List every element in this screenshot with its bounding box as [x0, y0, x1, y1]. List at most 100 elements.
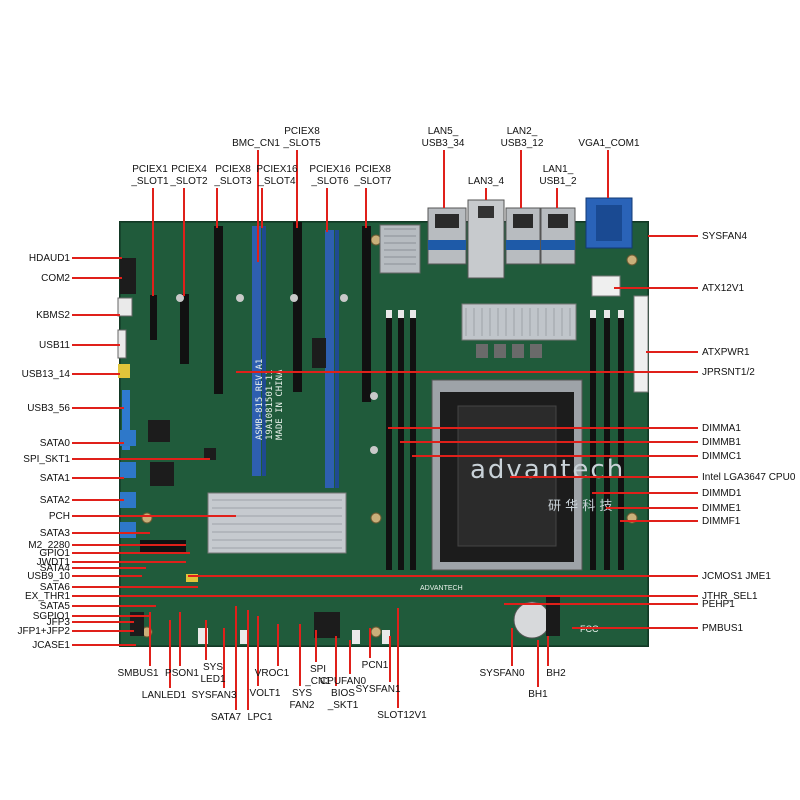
dimmf1-label: DIMMF1: [702, 516, 741, 527]
pciex8_slot3-1-label: _SLOT3: [213, 176, 252, 187]
com2-label: COM2: [41, 273, 70, 284]
sata6-label: SATA6: [40, 582, 71, 593]
pmbus1-label: PMBUS1: [702, 623, 744, 634]
jcmos1_jme1-label: JCMOS1 JME1: [702, 571, 771, 582]
bh2-0-label: BH2: [546, 668, 566, 679]
atx-power-connectors: [591, 275, 649, 393]
pson1-0-label: PSON1: [165, 668, 199, 679]
bh1-0-label: BH1: [528, 689, 548, 700]
sata1-label: SATA1: [40, 473, 71, 484]
silk-model: ASMB-815 REV.A1: [255, 359, 265, 440]
bios_skt1-1-label: _SKT1: [327, 700, 359, 711]
pch-heatsink: [207, 492, 347, 554]
bios_skt1-0-label: BIOS: [331, 688, 355, 699]
sysfan0-0-label: SYSFAN0: [479, 668, 524, 679]
bmc_cn1-0-label: BMC_CN1: [232, 138, 280, 149]
pciex4_slot2-1-label: _SLOT2: [169, 176, 208, 187]
usb3_56-label: USB3_56: [27, 403, 70, 414]
spi_skt1-label: SPI_SKT1: [23, 454, 70, 465]
pciex4_slot2-0-label: PCIEX4: [171, 164, 207, 175]
lpc1-0-label: LPC1: [247, 712, 272, 723]
gpio1-label: GPIO1: [39, 548, 70, 559]
spi_cn1-0-label: SPI: [310, 664, 326, 675]
dimmc1-label: DIMMC1: [702, 451, 742, 462]
sata3-label: SATA3: [40, 528, 71, 539]
brand-watermark-cn: 研 华 科 技: [548, 499, 612, 514]
vroc1-0-label: VROC1: [255, 668, 290, 679]
smbus1-0-label: SMBUS1: [117, 668, 159, 679]
m2_2280-label: M2_2280: [28, 540, 70, 551]
pcie-slots: [150, 222, 371, 488]
lan1_usb1_2-1-label: USB1_2: [539, 176, 577, 187]
brand-watermark: advantech: [470, 455, 625, 485]
dimme1-label: DIMME1: [702, 503, 741, 514]
sgpio1-label: SGPIO1: [33, 611, 71, 622]
jcase1-label: JCASE1: [32, 640, 70, 651]
pciex8_slot5-1-label: _SLOT5: [282, 138, 321, 149]
pciex8_slot5-0-label: PCIEX8: [284, 126, 320, 137]
pciex8_slot3-0-label: PCIEX8: [215, 164, 251, 175]
spi_cn1-1-label: _CN1: [304, 676, 331, 687]
pciex16_slot6-0-label: PCIEX16: [309, 164, 351, 175]
dimmd1-label: DIMMD1: [702, 488, 742, 499]
callout-leaders: [72, 150, 698, 710]
sata2-label: SATA2: [40, 495, 71, 506]
cpu-label: Intel LGA3647 CPU0: [702, 472, 796, 483]
jthr_sel1-label: JTHR_SEL1: [702, 591, 758, 602]
lan5_usb3_34-1-label: USB3_34: [422, 138, 465, 149]
jfp1_jfp2-label: JFP1+JFP2: [17, 626, 70, 637]
usb9_10-label: USB9_10: [27, 571, 70, 582]
silk-origin: MADE IN CHINA: [275, 369, 285, 440]
cmos-battery: [513, 596, 560, 639]
vrm-heatsink: [461, 303, 577, 358]
cpufan0-0-label: CPUFAN0: [320, 676, 367, 687]
lanled1-0-label: LANLED1: [142, 690, 187, 701]
sysfan1-0-label: SYSFAN1: [355, 684, 400, 695]
atx12v1-label: ATX12V1: [702, 283, 744, 294]
sys_led1-1-label: LED1: [200, 674, 225, 685]
jwdt1-label: JWDT1: [37, 557, 71, 568]
dimmb1-label: DIMMB1: [702, 437, 741, 448]
pciex16_slot6-1-label: _SLOT6: [310, 176, 349, 187]
sysfan3-0-label: SYSFAN3: [191, 690, 236, 701]
silk-part: 19A1081501-11: [265, 370, 275, 440]
sata0-label: SATA0: [40, 438, 71, 449]
callout-labels: HDAUD1COM2KBMS2USB11USB13_14USB3_56SATA0…: [17, 126, 795, 723]
silkscreen-text: ASMB-815 REV.A1 19A1081501-11 MADE IN CH…: [255, 359, 285, 440]
lan2_usb3_12-0-label: LAN2_: [507, 126, 538, 137]
ex_thr1-label: EX_THR1: [25, 591, 70, 602]
sys_fan2-1-label: FAN2: [289, 700, 314, 711]
kbms2-label: KBMS2: [36, 310, 70, 321]
lan1_usb1_2-0-label: LAN1_: [543, 164, 574, 175]
pciex16_slot4-1-label: _SLOT4: [257, 176, 296, 187]
dimm-slots: [386, 310, 624, 570]
usb11-label: USB11: [39, 340, 70, 351]
pciex1_slot1-0-label: PCIEX1: [132, 164, 168, 175]
sata5-label: SATA5: [40, 601, 71, 612]
hdaud1-label: HDAUD1: [29, 253, 71, 264]
pciex1_slot1-1-label: _SLOT1: [130, 176, 169, 187]
vga1_com1-0-label: VGA1_COM1: [578, 138, 640, 149]
slot12v1-0-label: SLOT12V1: [377, 710, 427, 721]
bmc-heatsink: [379, 224, 421, 274]
sata7-0-label: SATA7: [211, 712, 242, 723]
sysfan4-label: SYSFAN4: [702, 231, 747, 242]
sata4-label: SATA4: [40, 563, 71, 574]
dimma1-label: DIMMA1: [702, 423, 741, 434]
volt1-0-label: VOLT1: [250, 688, 281, 699]
lan5_usb3_34-0-label: LAN5_: [428, 126, 459, 137]
atxpwr1-label: ATXPWR1: [702, 347, 750, 358]
pch-label: PCH: [49, 511, 70, 522]
pciex16_slot4-0-label: PCIEX16: [256, 164, 298, 175]
pciex8_slot7-0-label: PCIEX8: [355, 164, 391, 175]
pehp1-label: PEHP1: [702, 599, 735, 610]
sys_fan2-0-label: SYS: [292, 688, 312, 699]
pcn1-0-label: PCN1: [362, 660, 389, 671]
lan2_usb3_12-1-label: USB3_12: [501, 138, 544, 149]
jprsnt1_2-label: JPRSNT1/2: [702, 367, 755, 378]
lan3_4-0-label: LAN3_4: [468, 176, 505, 187]
board-components: [130, 294, 390, 644]
pciex8_slot7-1-label: _SLOT7: [353, 176, 392, 187]
usb13_14-label: USB13_14: [22, 369, 71, 380]
